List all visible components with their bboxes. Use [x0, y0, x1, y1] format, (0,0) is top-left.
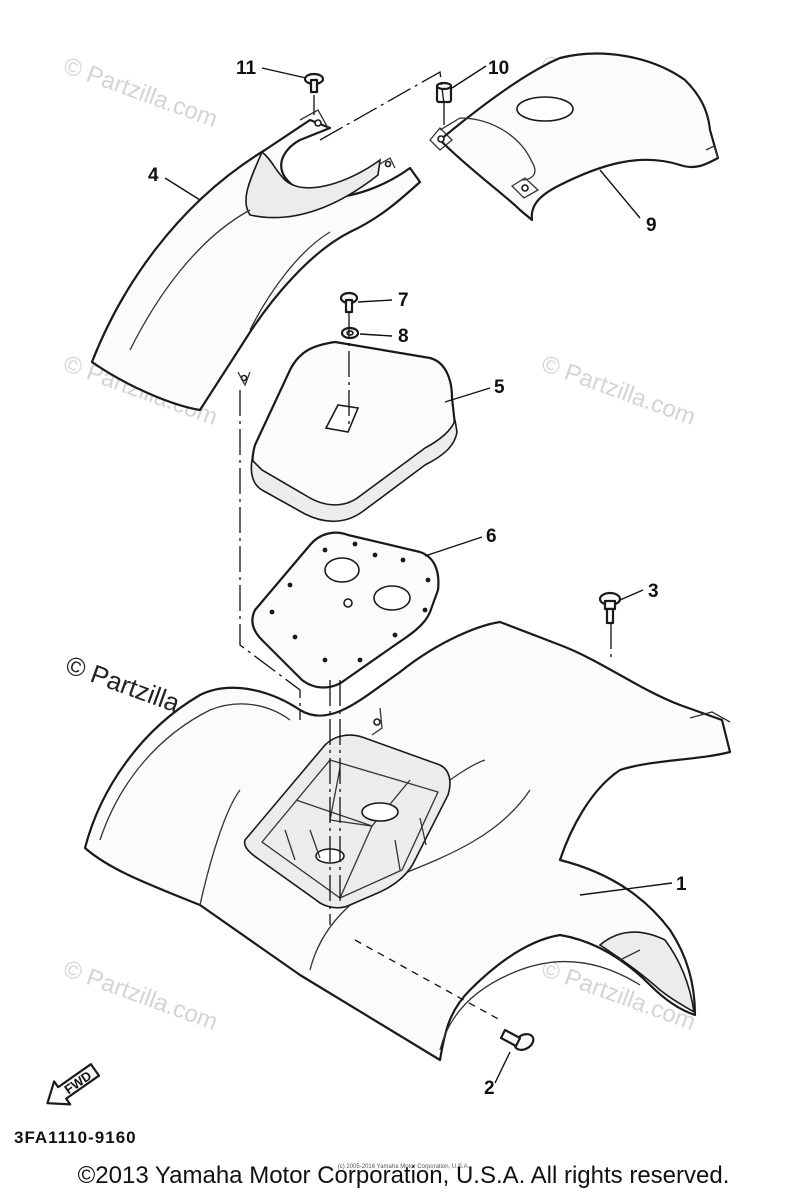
copyright-notice: ©2013 Yamaha Motor Corporation, U.S.A. A…: [77, 1162, 730, 1189]
fastener-8-washer: [340, 326, 360, 340]
fwd-arrow-icon: FWD: [46, 1063, 101, 1106]
part-1-rear-fender: [83, 620, 732, 1062]
gasket-bolt-holes: [269, 541, 431, 663]
callout-10: 10: [488, 58, 509, 79]
diagram-code: 3FA1110-9160: [14, 1128, 137, 1147]
callout-4: 4: [148, 165, 159, 186]
callouts: 11 10 4 9 7 8 5 6 3 1 2: [148, 58, 687, 1099]
part-6-gasket: [251, 531, 440, 689]
callout-11: 11: [236, 58, 257, 79]
assembly-lines: [239, 70, 612, 1021]
callout-6: 6: [486, 526, 497, 547]
leader-lines: [164, 65, 673, 1084]
fastener-2-bolt: [499, 1028, 535, 1051]
fastener-11-bolt: [303, 72, 325, 94]
part-9-flap: [429, 52, 720, 222]
fastener-3-bolt: [598, 591, 622, 625]
part-4-fender: [90, 109, 422, 412]
part-5-cover: [250, 340, 458, 523]
small-print: (c) 2005-2016 Yamaha Motor Corporation, …: [337, 1164, 470, 1170]
callout-3: 3: [648, 581, 659, 602]
callout-1: 1: [676, 874, 687, 895]
callout-5: 5: [494, 377, 505, 398]
callout-2: 2: [484, 1078, 495, 1099]
callout-8: 8: [398, 326, 409, 347]
fastener-7-bolt: [339, 291, 359, 314]
callout-7: 7: [398, 290, 409, 311]
watermark-1: © Partzilla.com: [60, 52, 221, 133]
watermark-5: © Partzilla.com: [60, 955, 221, 1036]
watermark-4: © Partzilla.com: [538, 350, 699, 431]
callout-9: 9: [646, 215, 657, 236]
